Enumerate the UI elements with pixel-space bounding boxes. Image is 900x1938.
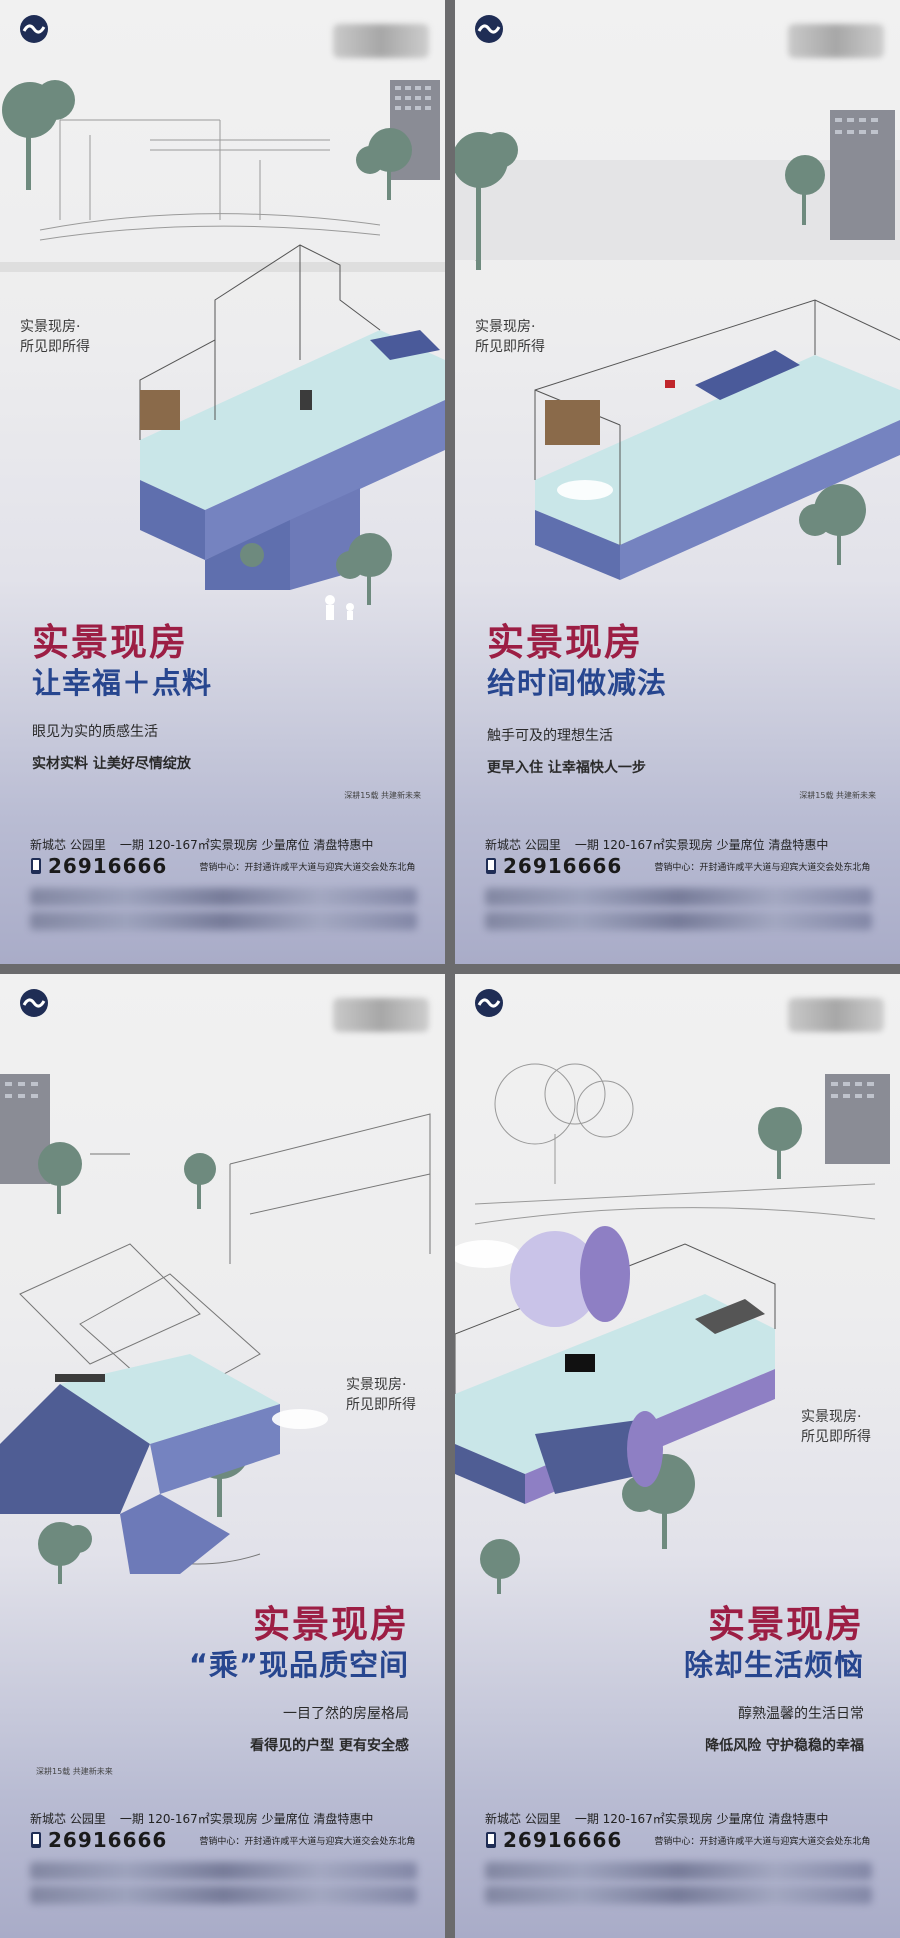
tagline-line-2: 所见即所得 <box>801 1428 871 1445</box>
blurred-footer-line-2 <box>30 912 417 930</box>
phone-icon <box>31 858 41 874</box>
contact-row: 26916666 营销中心：开封通许咸平大道与迎宾大道交会处东北角 <box>485 854 870 878</box>
offer-text: 一期 120-167㎡实景现房 少量席位 清盘特惠中 <box>574 1812 829 1826</box>
description-line-1: 醇熟温馨的生活日常 <box>738 1706 864 1722</box>
blurred-footer-line-2 <box>30 1886 417 1904</box>
tagline: 实景现房· 所见即所得 <box>20 318 90 357</box>
scene-illustration <box>455 1063 890 1594</box>
poster-2: 实景现房· 所见即所得 实景现房 给时间做减法 触手可及的理想生活 更早入住 让… <box>455 0 900 964</box>
project-name: 新城芯 公园里 <box>30 838 106 852</box>
description-line-2: 降低风险 守护稳稳的幸福 <box>705 1738 864 1754</box>
tagline: 实景现房· 所见即所得 <box>475 318 545 357</box>
offer-text: 一期 120-167㎡实景现房 少量席位 清盘特惠中 <box>574 838 829 852</box>
tagline-line-2: 所见即所得 <box>346 1396 416 1413</box>
sales-address: 营销中心：开封通许咸平大道与迎宾大道交会处东北角 <box>654 1836 871 1847</box>
phone-icon <box>486 858 496 874</box>
brand-logo-icon <box>475 989 503 1017</box>
poster-1: 实景现房· 所见即所得 实景现房 让幸福＋点料 眼见为实的质感生活 实材实料 让… <box>0 0 445 964</box>
offer-text: 一期 120-167㎡实景现房 少量席位 清盘特惠中 <box>119 838 374 852</box>
brand-logo-icon <box>475 15 503 43</box>
description-line-1: 眼见为实的质感生活 <box>32 724 158 740</box>
phone-icon <box>486 1832 496 1848</box>
phone-number: 26916666 <box>503 854 623 878</box>
description-line-2: 更早入住 让幸福快人一步 <box>487 760 646 776</box>
blurred-footer-line-2 <box>485 912 872 930</box>
project-name: 新城芯 公园里 <box>485 1812 561 1826</box>
brand-logo-icon <box>20 15 48 43</box>
description: 一目了然的房屋格局 看得见的户型 更有安全感 <box>250 1698 409 1762</box>
scene-illustration <box>0 1074 431 1584</box>
subhead: 除却生活烦恼 <box>683 1648 864 1682</box>
phone-number: 26916666 <box>48 1828 168 1852</box>
subhead: 给时间做减法 <box>487 666 668 700</box>
description: 触手可及的理想生活 更早入住 让幸福快人一步 <box>487 720 646 784</box>
project-name: 新城芯 公园里 <box>30 1812 106 1826</box>
project-name: 新城芯 公园里 <box>485 838 561 852</box>
description: 眼见为实的质感生活 实材实料 让美好尽情绽放 <box>32 716 191 780</box>
contact-row: 26916666 营销中心：开封通许咸平大道与迎宾大道交会处东北角 <box>30 854 415 878</box>
tagline-line-2: 所见即所得 <box>20 338 90 355</box>
info-bar: 新城芯 公园里一期 120-167㎡实景现房 少量席位 清盘特惠中 <box>485 836 872 853</box>
brand-logo-icon <box>20 989 48 1017</box>
tagline-line-2: 所见即所得 <box>475 338 545 355</box>
anniversary-badge: 深耕15载 共建新未来 <box>36 1767 113 1776</box>
blurred-header-text <box>333 998 429 1032</box>
scene-illustration <box>455 110 900 580</box>
description-line-1: 一目了然的房屋格局 <box>283 1706 409 1722</box>
poster-3: 实景现房· 所见即所得 实景现房 “乘”现品质空间 一目了然的房屋格局 看得见的… <box>0 974 445 1938</box>
blurred-header-text <box>333 24 429 58</box>
tagline-line-1: 实景现房· <box>346 1377 407 1393</box>
headline: 实景现房 <box>708 1603 864 1646</box>
blurred-footer-line-1 <box>485 888 872 906</box>
anniversary-badge: 深耕15载 共建新未来 <box>344 791 421 800</box>
contact-row: 26916666 营销中心：开封通许咸平大道与迎宾大道交会处东北角 <box>30 1828 415 1852</box>
description-line-1: 触手可及的理想生活 <box>487 728 613 744</box>
info-bar: 新城芯 公园里一期 120-167㎡实景现房 少量席位 清盘特惠中 <box>485 1810 872 1827</box>
tagline-line-1: 实景现房· <box>801 1409 862 1425</box>
blurred-footer-line-1 <box>485 1862 872 1880</box>
phone-number: 26916666 <box>48 854 168 878</box>
blurred-footer-line-1 <box>30 888 417 906</box>
sales-address: 营销中心：开封通许咸平大道与迎宾大道交会处东北角 <box>654 862 871 873</box>
tagline-line-1: 实景现房· <box>475 319 536 335</box>
headline: 实景现房 <box>253 1603 409 1646</box>
headline: 实景现房 <box>32 621 188 664</box>
blurred-header-text <box>788 24 884 58</box>
subhead: 让幸福＋点料 <box>32 666 213 700</box>
blurred-footer-line-1 <box>30 1862 417 1880</box>
anniversary-badge: 深耕15载 共建新未来 <box>799 791 876 800</box>
poster-4: 实景现房· 所见即所得 实景现房 除却生活烦恼 醇熟温馨的生活日常 降低风险 守… <box>455 974 900 1938</box>
sales-address: 营销中心：开封通许咸平大道与迎宾大道交会处东北角 <box>199 1836 416 1847</box>
description: 醇熟温馨的生活日常 降低风险 守护稳稳的幸福 <box>705 1698 864 1762</box>
scene-illustration <box>0 80 445 620</box>
blurred-header-text <box>788 998 884 1032</box>
info-bar: 新城芯 公园里一期 120-167㎡实景现房 少量席位 清盘特惠中 <box>30 836 417 853</box>
offer-text: 一期 120-167㎡实景现房 少量席位 清盘特惠中 <box>119 1812 374 1826</box>
blurred-footer-line-2 <box>485 1886 872 1904</box>
subhead: “乘”现品质空间 <box>188 1648 409 1682</box>
phone-number: 26916666 <box>503 1828 623 1852</box>
tagline-line-1: 实景现房· <box>20 319 81 335</box>
description-line-2: 看得见的户型 更有安全感 <box>250 1738 409 1754</box>
info-bar: 新城芯 公园里一期 120-167㎡实景现房 少量席位 清盘特惠中 <box>30 1810 417 1827</box>
description-line-2: 实材实料 让美好尽情绽放 <box>32 756 191 772</box>
headline: 实景现房 <box>487 621 643 664</box>
contact-row: 26916666 营销中心：开封通许咸平大道与迎宾大道交会处东北角 <box>485 1828 870 1852</box>
sales-address: 营销中心：开封通许咸平大道与迎宾大道交会处东北角 <box>199 862 416 873</box>
tagline: 实景现房· 所见即所得 <box>346 1376 416 1415</box>
tagline: 实景现房· 所见即所得 <box>801 1408 871 1447</box>
phone-icon <box>31 1832 41 1848</box>
